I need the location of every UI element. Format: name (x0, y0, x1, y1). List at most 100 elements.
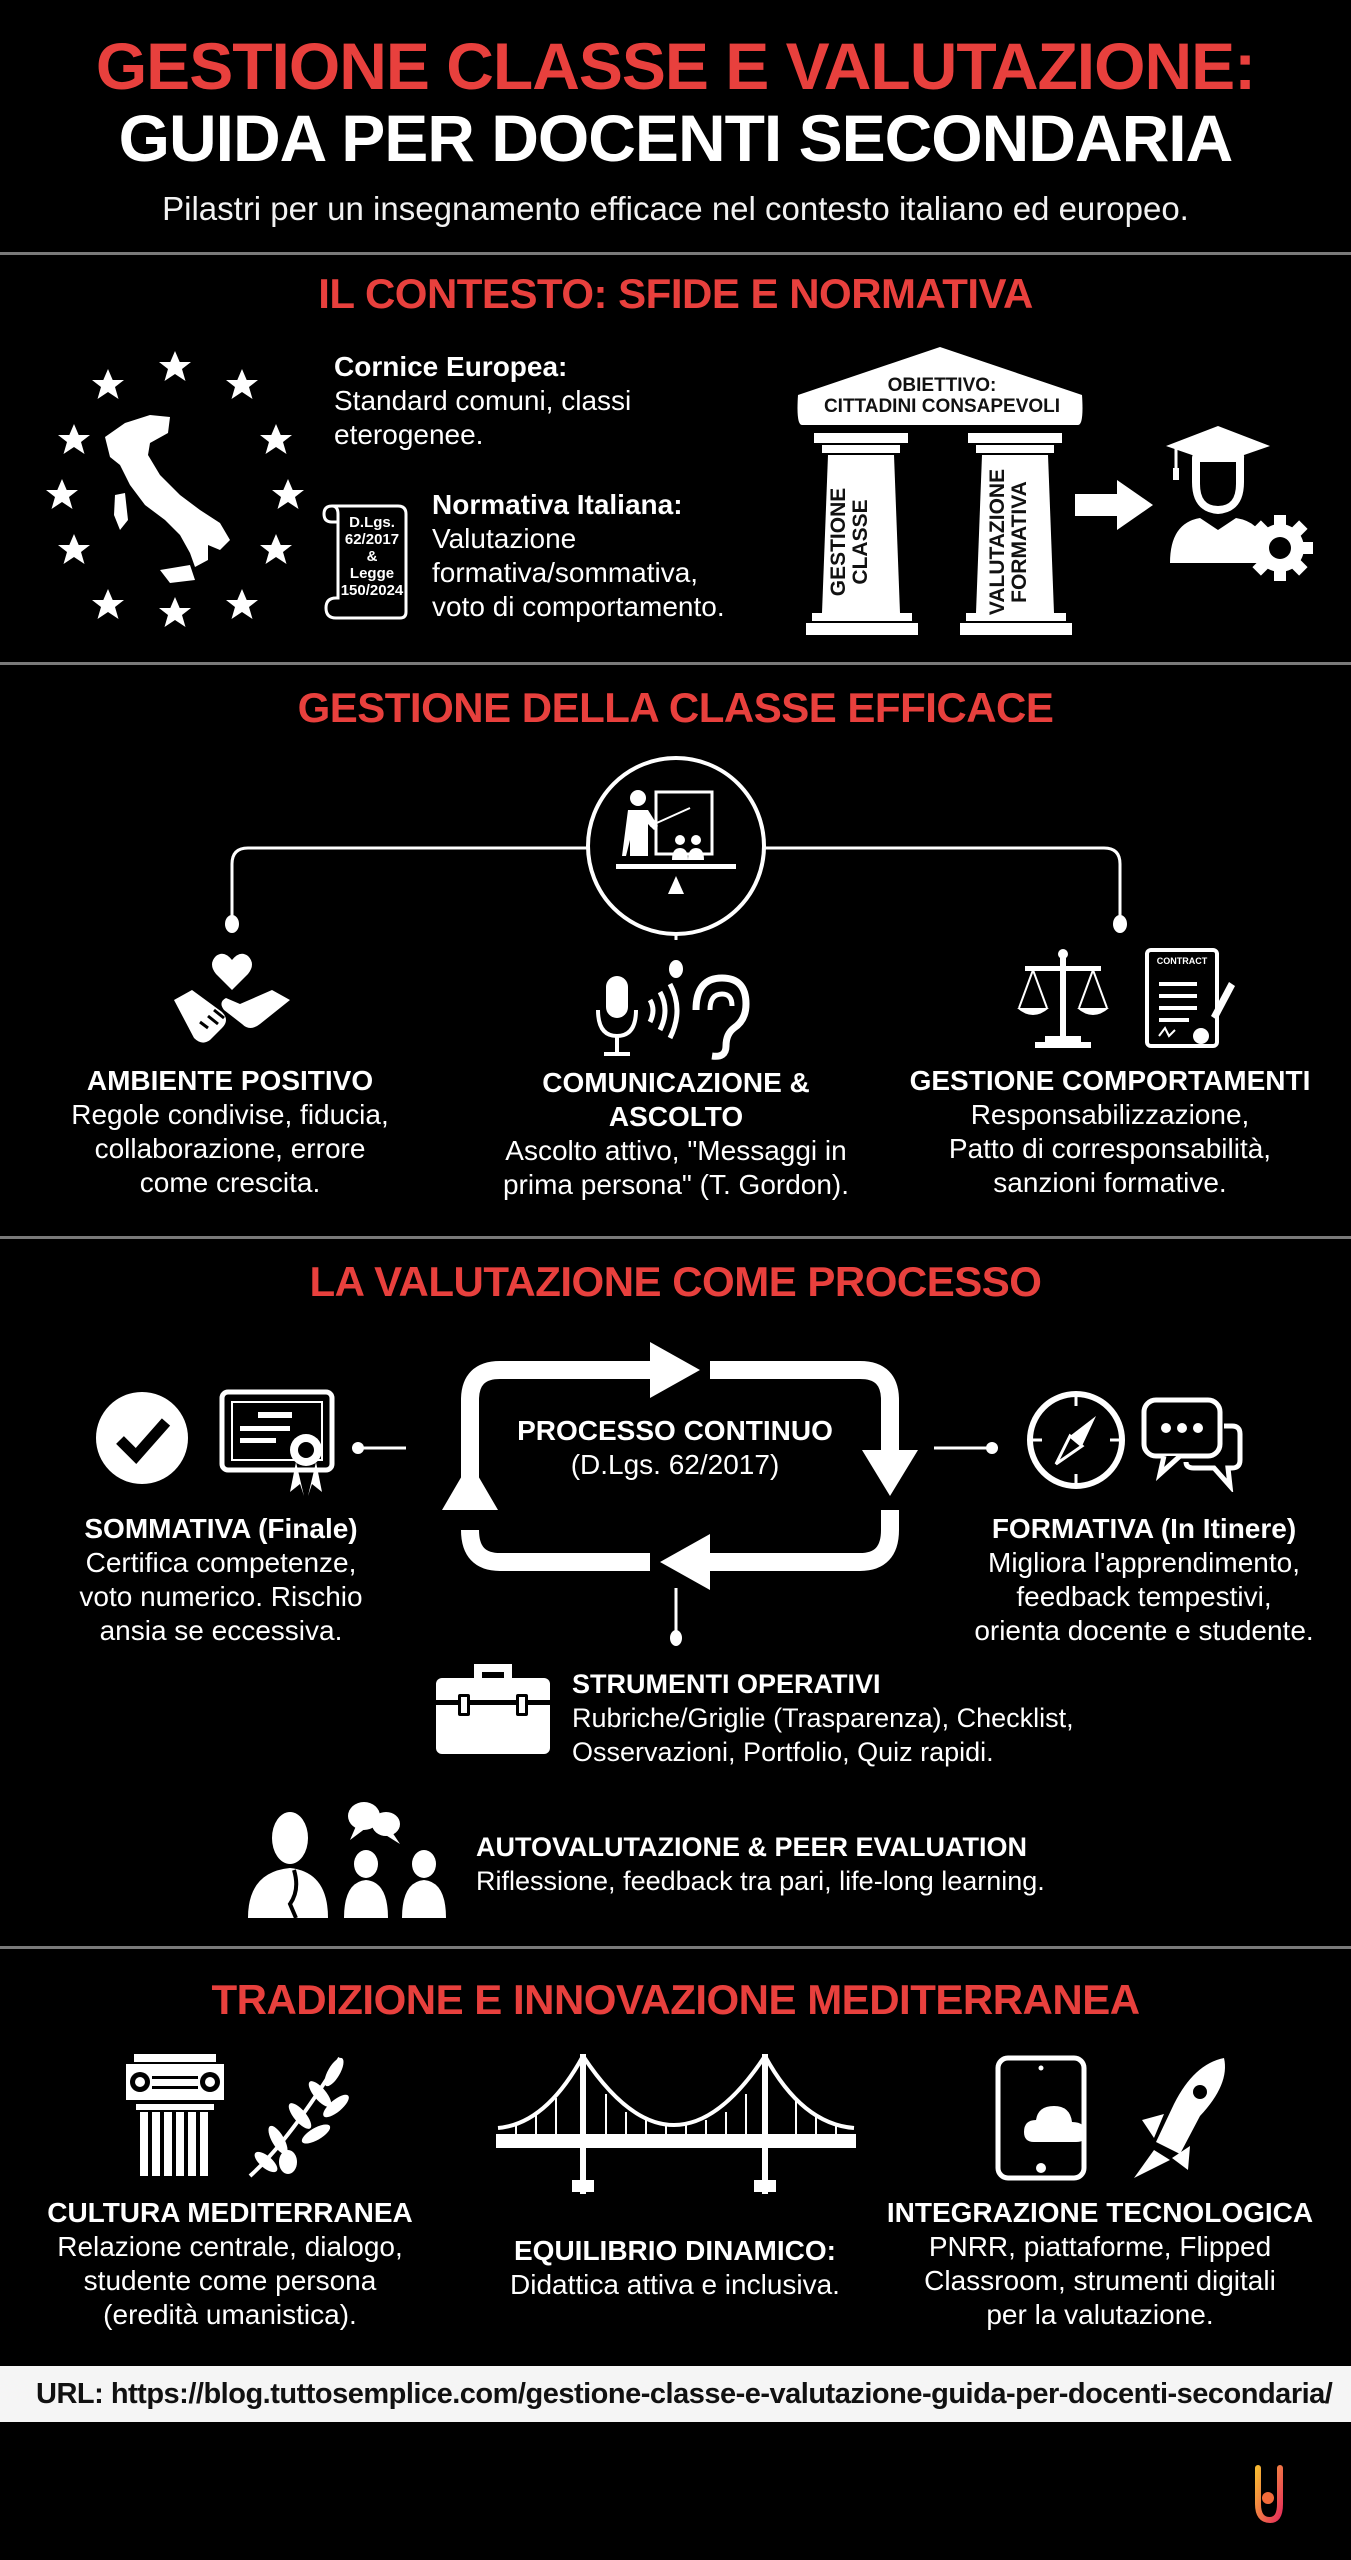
item-heading: GESTIONE COMPORTAMENTI (909, 1065, 1311, 1096)
formative-line: Migliora l'apprendimento, (988, 1547, 1300, 1578)
temple-roof-line2: CITTADINI CONSAPEVOLI (823, 396, 1061, 417)
certificate-icon (218, 1388, 336, 1500)
section-title-evaluation: LA VALUTAZIONE COME PROCESSO (309, 1258, 1042, 1305)
connector-line (669, 1588, 683, 1648)
law-scroll-icon: D.Lgs. 62/2017 & Legge 150/2024 (318, 500, 414, 622)
formative-block: FORMATIVA (In Itinere) Migliora l'appren… (944, 1512, 1344, 1648)
item-line: Ascolto attivo, "Messaggi in (505, 1135, 847, 1166)
item-line: (eredità umanistica). (103, 2299, 357, 2330)
italian-line: voto di comportamento. (432, 591, 725, 622)
cycle-label: PROCESSO CONTINUO (517, 1415, 833, 1446)
italian-line: formativa/sommativa, (432, 557, 699, 588)
item-heading: INTEGRAZIONE TECNOLOGICA (886, 2197, 1314, 2228)
source-url[interactable]: URL: https://blog.tuttosemplice.com/gest… (0, 2366, 1351, 2422)
self-evaluation-block: AUTOVALUTAZIONE & PEER EVALUATION Rifles… (476, 1830, 1045, 1898)
divider (0, 1236, 1351, 1239)
brand-logo-icon (1254, 2464, 1284, 2524)
compass-icon (1024, 1388, 1128, 1492)
italian-law-block: Normativa Italiana: Valutazione formativ… (432, 488, 725, 624)
item-line: Relazione centrale, dialogo, (57, 2231, 403, 2262)
divider (0, 1946, 1351, 1949)
scroll-line: D.Lgs. (349, 514, 395, 531)
pillar-right-line: FORMATIVA (1008, 481, 1031, 603)
section-title-mediterranean: TRADIZIONE E INNOVAZIONE MEDITERRANEA (211, 1976, 1140, 2023)
european-line: eterogenee. (334, 419, 484, 450)
scales-contract-icon: CONTRACT (1015, 946, 1235, 1050)
item-dynamic-balance: EQUILIBRIO DINAMICO: Didattica attiva e … (470, 2234, 880, 2302)
tools-block: STRUMENTI OPERATIVI Rubriche/Griglie (Tr… (572, 1667, 1074, 1769)
item-line: per la valutazione. (986, 2299, 1214, 2330)
item-heading: ASCOLTO (608, 1101, 744, 1132)
arrow-right-icon (1075, 480, 1153, 530)
tablet-cloud-rocket-icon (994, 2054, 1244, 2184)
italian-heading: Normativa Italiana: (432, 489, 683, 520)
item-heading: EQUILIBRIO DINAMICO: (514, 2235, 836, 2266)
divider (0, 252, 1351, 255)
tools-heading: STRUMENTI OPERATIVI (572, 1669, 881, 1699)
self-evaluation-line: Riflessione, feedback tra pari, life-lon… (476, 1866, 1045, 1896)
temple-roof-line1: OBIETTIVO: (887, 375, 997, 396)
tools-line: Osservazioni, Portfolio, Quiz rapidi. (572, 1737, 994, 1767)
item-line: Patto di corresponsabilità, (948, 1133, 1272, 1164)
item-behaviour-management: GESTIONE COMPORTAMENTI Responsabilizzazi… (900, 1064, 1320, 1200)
section-title-classroom: GESTIONE DELLA CLASSE EFFICACE (297, 684, 1054, 731)
suspension-bridge-icon (496, 2054, 856, 2194)
toolbox-icon (434, 1660, 552, 1756)
item-line: prima persona" (T. Gordon). (502, 1169, 850, 1200)
chat-bubbles-icon (1140, 1396, 1244, 1492)
microphone-ear-icon (596, 970, 756, 1060)
formative-heading: FORMATIVA (In Itinere) (991, 1513, 1297, 1544)
european-heading: Cornice Europea: (334, 351, 568, 382)
item-line: PNRR, piattaforme, Flipped (928, 2231, 1272, 2262)
pillar-left-line: GESTIONE (827, 487, 850, 597)
item-mediterranean-culture: CULTURA MEDITERRANEA Relazione centrale,… (40, 2196, 420, 2332)
handshake-heart-icon (170, 940, 294, 1050)
contract-label: CONTRACT (1156, 956, 1208, 966)
scroll-line: 150/2024 (340, 582, 404, 599)
checkmark-circle-icon (94, 1390, 190, 1486)
item-line: studente come persona (83, 2265, 377, 2296)
cycle-label-block: PROCESSO CONTINUO (D.Lgs. 62/2017) (450, 1414, 900, 1482)
item-heading: COMUNICAZIONE & (542, 1067, 810, 1098)
formative-line: orienta docente e studente. (974, 1615, 1314, 1646)
cycle-sub: (D.Lgs. 62/2017) (570, 1449, 780, 1480)
summative-line: ansia se eccessiva. (99, 1615, 343, 1646)
tools-line: Rubriche/Griglie (Trasparenza), Checklis… (572, 1703, 1074, 1733)
pillar-left-line: CLASSE (849, 499, 872, 585)
item-line: collaborazione, errore (94, 1133, 366, 1164)
main-title-line1: GESTIONE CLASSE E VALUTAZIONE: (95, 29, 1256, 103)
pillar-left-label: GESTIONE CLASSE (827, 462, 872, 622)
ionic-column-olive-icon (120, 2050, 370, 2180)
summative-heading: SOMMATIVA (Finale) (84, 1513, 358, 1544)
section-title-context: IL CONTESTO: SFIDE E NORMATIVA (318, 270, 1033, 317)
european-line: Standard comuni, classi (334, 385, 632, 416)
formative-line: feedback tempestivi, (1016, 1581, 1272, 1612)
item-communication: COMUNICAZIONE & ASCOLTO Ascolto attivo, … (466, 1066, 886, 1202)
eu-stars-italy-map-icon (30, 345, 320, 630)
item-positive-environment: AMBIENTE POSITIVO Regole condivise, fidu… (30, 1064, 430, 1200)
item-line: come crescita. (139, 1167, 321, 1198)
teacher-classroom-balance-icon (586, 756, 766, 936)
self-evaluation-heading: AUTOVALUTAZIONE & PEER EVALUATION (476, 1832, 1028, 1862)
graduate-gear-icon (1160, 418, 1315, 583)
summative-line: Certifica competenze, (85, 1547, 357, 1578)
european-framework-block: Cornice Europea: Standard comuni, classi… (334, 350, 631, 452)
main-title-line2: GUIDA PER DOCENTI SECONDARIA (118, 101, 1234, 175)
scroll-line: & (366, 548, 378, 565)
item-heading: AMBIENTE POSITIVO (86, 1065, 374, 1096)
pillar-right-line: VALUTAZIONE (986, 468, 1009, 616)
item-line: Didattica attiva e inclusiva. (510, 2269, 840, 2300)
item-line: Regole condivise, fiducia, (71, 1099, 389, 1130)
connector-dot (350, 1440, 410, 1456)
item-line: sanzioni formative. (993, 1167, 1227, 1198)
item-tech-integration: INTEGRAZIONE TECNOLOGICA PNRR, piattafor… (880, 2196, 1320, 2332)
divider (0, 662, 1351, 665)
scroll-line: 62/2017 (344, 531, 400, 548)
self-peer-evaluation-icon (244, 1800, 456, 1924)
pillar-right-label: VALUTAZIONE FORMATIVA (986, 447, 1031, 637)
item-heading: CULTURA MEDITERRANEA (47, 2197, 413, 2228)
temple-pillars-icon: OBIETTIVO: CITTADINI CONSAPEVOLI GESTION… (792, 345, 1092, 635)
connector-dot (669, 960, 683, 978)
summative-block: SOMMATIVA (Finale) Certifica competenze,… (36, 1512, 406, 1648)
subtitle: Pilastri per un insegnamento efficace ne… (162, 190, 1189, 227)
